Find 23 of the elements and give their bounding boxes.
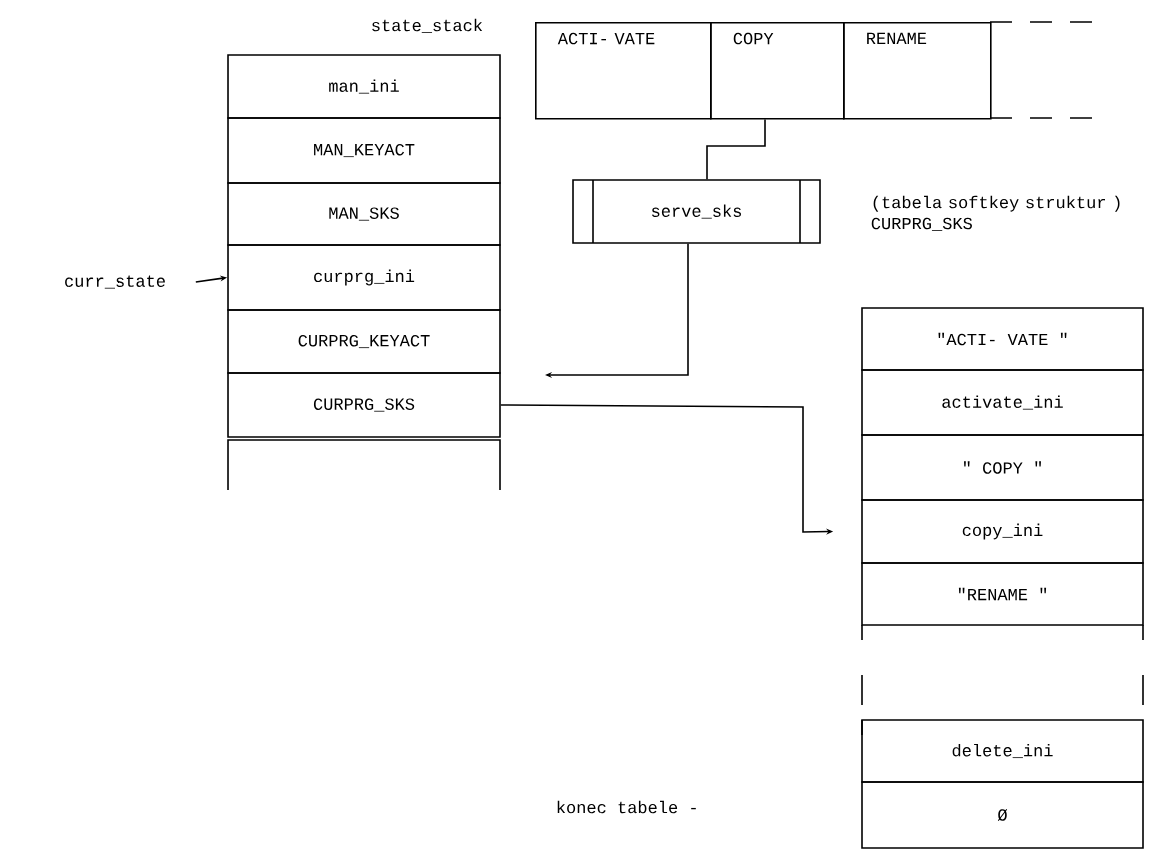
table-cell: Ø	[861, 781, 1144, 849]
menu-cell: ACTI- VATE	[535, 22, 712, 120]
arrow	[545, 243, 689, 379]
empty-cell	[227, 439, 501, 491]
stack-cell: CURPRG_KEYACT	[227, 309, 501, 374]
pointer-label: konec tabele -	[557, 800, 696, 814]
procedure-box: serve_sks	[572, 179, 821, 244]
stack-cell: MAN_KEYACT	[227, 117, 501, 184]
stack-cell: MAN_SKS	[227, 182, 501, 246]
stack-cell: CURPRG_SKS	[227, 372, 501, 438]
table-cell: " COPY "	[861, 434, 1144, 501]
table-cell: delete_ini	[861, 719, 1144, 783]
table-cell: "ACTI- VATE "	[861, 307, 1144, 371]
table-cell: "RENAME "	[861, 562, 1144, 626]
table-cell: activate_ini	[861, 369, 1144, 436]
caption-label: (tabela softkey struktur ) CURPRG_SKS	[871, 195, 1120, 231]
menu-cell: RENAME	[843, 22, 992, 120]
heading-label: state_stack	[372, 18, 483, 33]
table-cell: copy_ini	[861, 499, 1144, 564]
stack-cell: man_ini	[227, 54, 501, 119]
menu-cell: COPY	[710, 22, 845, 120]
pointer-label: curr_state	[65, 275, 165, 289]
stack-cell: curprg_ini	[227, 244, 501, 311]
